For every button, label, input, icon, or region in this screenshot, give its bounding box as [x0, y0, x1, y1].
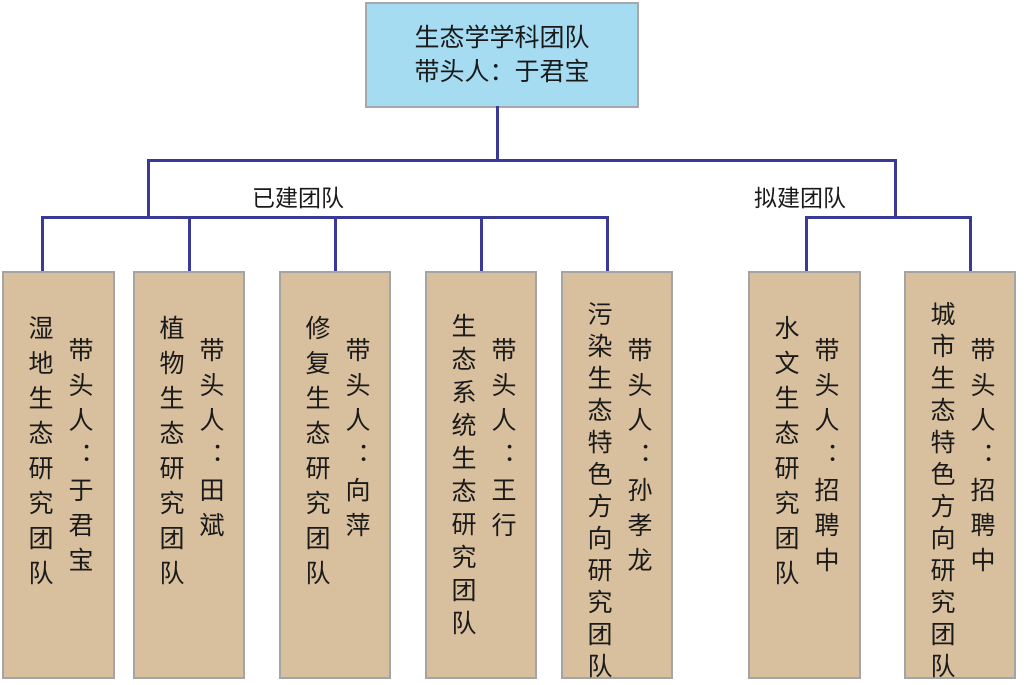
team-box: 城市生态特色方向研究团队 带头人：招聘中	[904, 271, 1016, 685]
team-leader: 带头人：向萍	[342, 337, 371, 547]
team-name: 水文生态研究团队	[771, 315, 800, 595]
team-leader: 带头人：招聘中	[967, 337, 996, 582]
team-leader: 带头人：于君宝	[65, 337, 94, 582]
connector	[894, 159, 897, 218]
team-name: 植物生态研究团队	[156, 315, 185, 595]
connector	[147, 159, 150, 218]
group-label-built: 已建团队	[252, 186, 344, 212]
connector	[41, 216, 609, 219]
connector	[606, 216, 609, 272]
connector	[147, 159, 897, 162]
connector	[805, 216, 808, 272]
team-box: 植物生态研究团队 带头人：田斌	[133, 271, 245, 679]
root-node: 生态学学科团队 带头人：于君宝	[365, 2, 639, 108]
team-name: 污染生态特色方向研究团队	[584, 301, 613, 685]
team-leader: 带头人：孙孝龙	[624, 337, 653, 582]
root-leader: 带头人：于君宝	[414, 57, 590, 86]
team-name: 湿地生态研究团队	[25, 315, 54, 595]
connector	[334, 216, 337, 272]
connector	[41, 216, 44, 272]
connector	[480, 216, 483, 272]
team-box: 污染生态特色方向研究团队 带头人：孙孝龙	[561, 271, 673, 685]
team-leader: 带头人：田斌	[196, 337, 225, 547]
connector	[969, 216, 972, 272]
team-name: 生态系统生态研究团队	[448, 313, 477, 643]
root-title: 生态学学科团队	[414, 23, 590, 52]
group-label-planned: 拟建团队	[754, 186, 846, 212]
connector	[805, 216, 972, 219]
team-leader: 带头人：招聘中	[811, 337, 840, 582]
team-leader: 带头人：王行	[488, 337, 517, 547]
connector	[188, 216, 191, 272]
connector	[496, 106, 499, 161]
team-box: 生态系统生态研究团队 带头人：王行	[425, 271, 537, 679]
team-box: 湿地生态研究团队 带头人：于君宝	[2, 271, 115, 679]
team-box: 修复生态研究团队 带头人：向萍	[279, 271, 391, 679]
team-box: 水文生态研究团队 带头人：招聘中	[748, 271, 861, 679]
team-name: 城市生态特色方向研究团队	[927, 301, 956, 685]
team-name: 修复生态研究团队	[302, 315, 331, 595]
